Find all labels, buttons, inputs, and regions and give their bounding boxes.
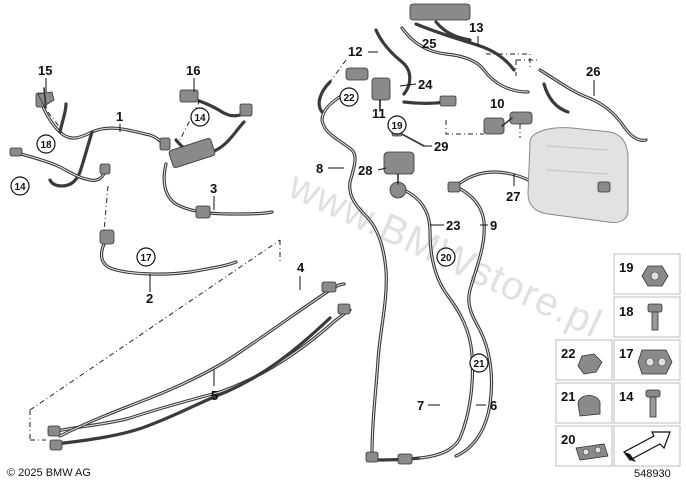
circled-callouts: 14 14 17 18 19 20 21 22 bbox=[10, 87, 489, 373]
screw-icon bbox=[645, 389, 661, 398]
tank-reservoir bbox=[527, 127, 629, 223]
svg-text:21: 21 bbox=[561, 389, 575, 404]
diagram-number: 548930 bbox=[634, 468, 671, 480]
double-clip-icon bbox=[637, 349, 673, 375]
legend-item-19: 19 bbox=[613, 253, 681, 295]
circled-callout-18: 18 bbox=[36, 134, 56, 154]
copyright-text: © 2025 BMW AG bbox=[7, 467, 91, 479]
dash-connector-left-3 bbox=[179, 99, 201, 141]
circled-callout-14b: 14 bbox=[190, 107, 210, 127]
circled-callout-19: 19 bbox=[387, 115, 407, 135]
legend-item-20: 20 bbox=[555, 425, 613, 467]
svg-text:18: 18 bbox=[40, 140, 52, 151]
svg-text:17: 17 bbox=[619, 346, 633, 361]
callout-6: 6 bbox=[490, 398, 497, 413]
callout-11: 11 bbox=[372, 106, 386, 121]
callout-5: 5 bbox=[211, 388, 218, 403]
callout-25: 25 bbox=[422, 36, 436, 51]
flange-nut-icon bbox=[577, 353, 603, 375]
dash-connector-13 bbox=[486, 53, 531, 70]
circled-callout-17: 17 bbox=[136, 247, 156, 267]
callout-10: 10 bbox=[490, 96, 504, 111]
svg-text:17: 17 bbox=[140, 253, 152, 264]
dash-connector-left-2 bbox=[103, 185, 109, 233]
legend-item-17: 17 bbox=[613, 339, 681, 381]
svg-text:18: 18 bbox=[619, 304, 633, 319]
callout-24: 24 bbox=[418, 77, 433, 92]
callout-2: 2 bbox=[146, 291, 153, 306]
callout-7: 7 bbox=[417, 398, 424, 413]
callout-4: 4 bbox=[297, 260, 305, 275]
callout-26: 26 bbox=[586, 64, 600, 79]
bolt-icon bbox=[647, 303, 663, 313]
line-assembly-1 bbox=[9, 92, 171, 188]
callout-labels: 1 2 3 4 5 6 7 8 9 10 11 12 13 15 16 23 2… bbox=[38, 20, 600, 413]
callout-1: 1 bbox=[116, 109, 123, 124]
svg-text:20: 20 bbox=[440, 253, 452, 264]
callout-12: 12 bbox=[348, 44, 362, 59]
callout-9: 9 bbox=[490, 218, 497, 233]
callout-29: 29 bbox=[434, 139, 448, 154]
svg-text:14: 14 bbox=[619, 389, 634, 404]
forward-arrow-icon bbox=[623, 431, 671, 461]
line-2 bbox=[99, 229, 238, 276]
svg-text:21: 21 bbox=[473, 359, 485, 370]
circled-callout-14a: 14 bbox=[10, 176, 30, 196]
svg-text:19: 19 bbox=[391, 121, 403, 132]
callout-28: 28 bbox=[358, 163, 372, 178]
svg-text:22: 22 bbox=[561, 346, 575, 361]
legend-item-18: 18 bbox=[613, 296, 681, 338]
svg-text:20: 20 bbox=[561, 432, 575, 447]
bracket-10 bbox=[483, 111, 533, 135]
callout-3: 3 bbox=[210, 181, 217, 196]
dash-connector-left-1 bbox=[47, 111, 61, 129]
line-26 bbox=[538, 68, 648, 142]
circled-callout-20: 20 bbox=[436, 247, 456, 267]
callout-16: 16 bbox=[186, 63, 200, 78]
legend-item-14: 14 bbox=[613, 382, 681, 424]
dash-box-long-lines bbox=[29, 239, 281, 441]
svg-text:14: 14 bbox=[14, 182, 26, 193]
bracket-15 bbox=[37, 87, 55, 109]
legend-item-22: 22 bbox=[555, 339, 613, 381]
svg-text:14: 14 bbox=[194, 113, 206, 124]
callout-27: 27 bbox=[506, 189, 520, 204]
callout-15: 15 bbox=[38, 63, 52, 78]
line-assembly-16-3 bbox=[162, 89, 274, 219]
pipe-clip-icon bbox=[577, 395, 601, 417]
dash-connector-10 bbox=[445, 120, 521, 138]
callout-13: 13 bbox=[469, 20, 483, 35]
circled-callout-22: 22 bbox=[339, 87, 359, 107]
valve-28 bbox=[383, 151, 415, 199]
svg-text:19: 19 bbox=[619, 260, 633, 275]
legend-boxes: 19 18 22 17 21 14 bbox=[555, 253, 681, 467]
legend-item-21: 21 bbox=[555, 382, 613, 424]
callout-23: 23 bbox=[446, 218, 460, 233]
circled-callout-21: 21 bbox=[469, 353, 489, 373]
legend-item-arrow bbox=[613, 425, 681, 467]
callout-8: 8 bbox=[316, 161, 323, 176]
svg-text:22: 22 bbox=[343, 93, 355, 104]
line-4-5-assembly bbox=[47, 281, 352, 451]
dash-connector-12 bbox=[329, 59, 347, 83]
dash-connector-26 bbox=[515, 59, 540, 76]
line-8-23-9-assembly bbox=[320, 88, 494, 465]
